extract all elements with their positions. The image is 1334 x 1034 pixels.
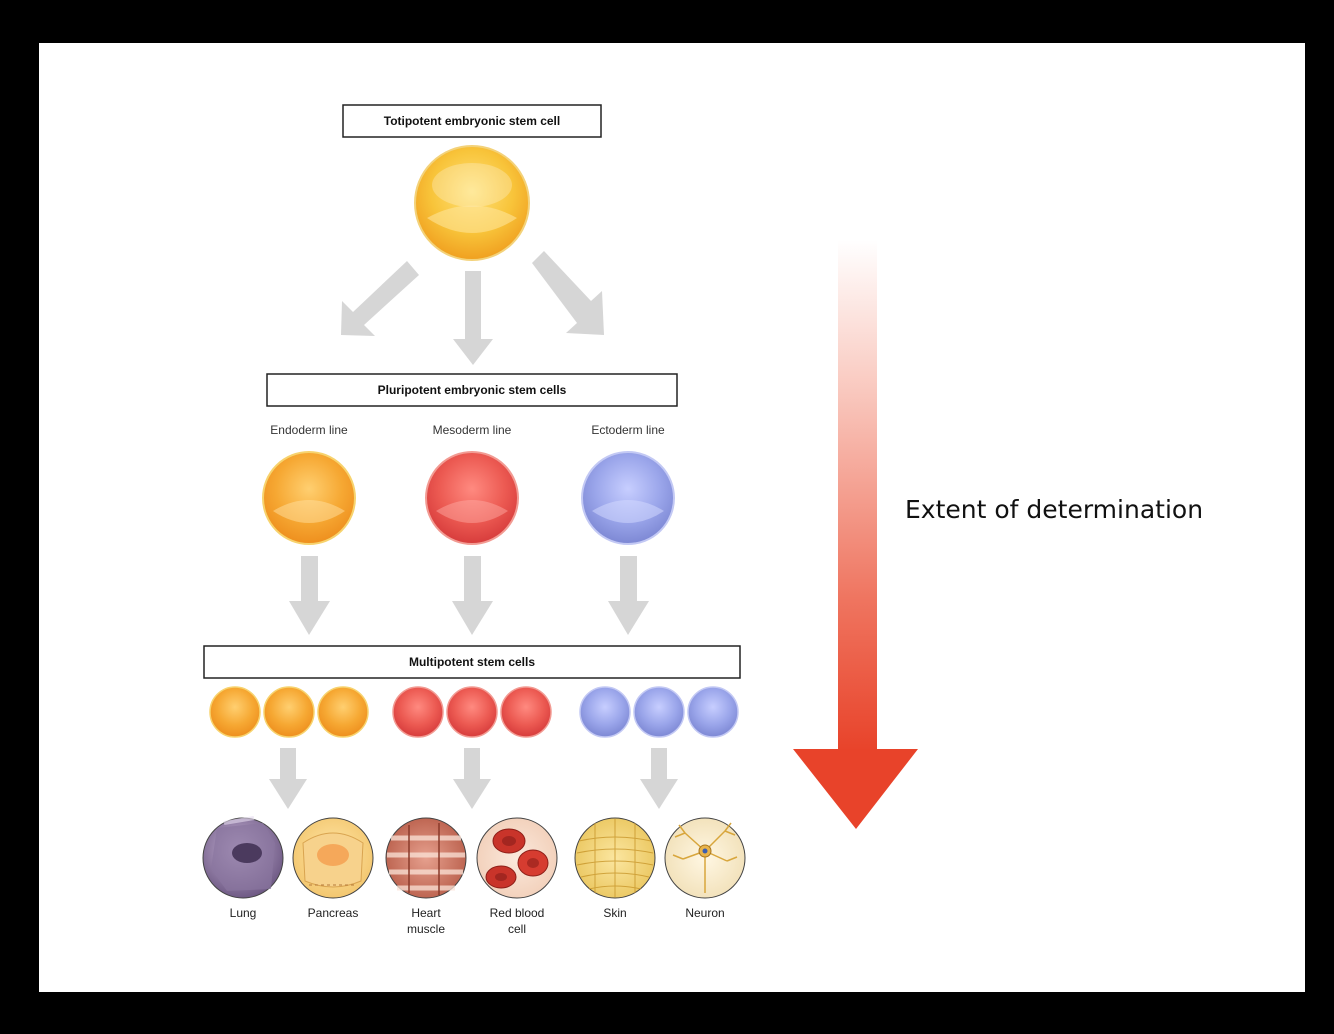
multipotent-box: Multipotent stem cells [203, 645, 741, 679]
heart-muscle-cell-image [385, 817, 467, 899]
heart-muscle-label-line1: Heart [411, 906, 441, 920]
arrow-right [532, 251, 604, 335]
totipotent-box: Totipotent embryonic stem cell [342, 104, 602, 138]
differentiation-arrows [269, 748, 678, 809]
multipotent-ectoderm-cells [579, 686, 739, 738]
pancreas-cell-image [292, 817, 374, 899]
mesoderm-cell [425, 451, 519, 545]
totipotent-title: Totipotent embryonic stem cell [384, 114, 560, 128]
totipotent-cell [414, 145, 530, 261]
arrow-center-shaft [465, 271, 481, 341]
pancreas-label: Pancreas [308, 906, 359, 920]
neuron-label: Neuron [685, 906, 724, 920]
multipotent-mesoderm-cells [392, 686, 552, 738]
ectoderm-label: Ectoderm line [591, 423, 665, 437]
arrow-center-head [453, 339, 493, 365]
determination-arrow [793, 240, 918, 829]
branch-arrows [341, 251, 604, 365]
neuron-cell-image [664, 817, 746, 899]
skin-cell-image [574, 817, 656, 899]
ectoderm-cell [581, 451, 675, 545]
mesoderm-label: Mesoderm line [433, 423, 512, 437]
heart-muscle-label-line2: muscle [407, 922, 445, 936]
red-blood-cell-label-line1: Red blood [490, 906, 545, 920]
pluripotent-box: Pluripotent embryonic stem cells [266, 373, 678, 407]
red-blood-cell-label-line2: cell [508, 922, 526, 936]
lung-cell-image [202, 816, 284, 899]
pluripotent-title: Pluripotent embryonic stem cells [378, 383, 567, 397]
endoderm-label: Endoderm line [270, 423, 348, 437]
endoderm-cell [262, 451, 356, 545]
extent-of-determination-label: Extent of determination [905, 495, 1204, 524]
arrow-left [341, 261, 419, 336]
lineage-arrows [289, 556, 649, 635]
multipotent-endoderm-cells [209, 686, 369, 738]
skin-label: Skin [603, 906, 626, 920]
red-blood-cell-image [476, 817, 558, 899]
lung-label: Lung [230, 906, 257, 920]
multipotent-title: Multipotent stem cells [409, 655, 535, 669]
slide: Totipotent embryonic stem cell Pluripote… [39, 43, 1305, 992]
